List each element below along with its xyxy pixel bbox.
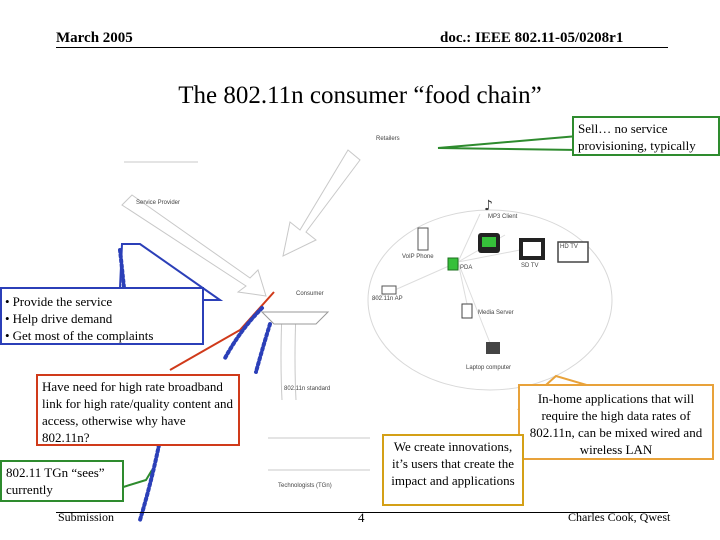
provide-item: Help drive demand	[5, 310, 199, 327]
media-server-label: Media Server	[478, 310, 514, 316]
footer-rule	[56, 512, 668, 513]
tgn-pointer	[119, 469, 153, 489]
consumer-icon	[260, 311, 330, 325]
tech-lines	[268, 437, 370, 471]
slide-title: The 802.11n consumer “food chain”	[178, 82, 542, 109]
laptop-icon	[486, 342, 500, 354]
chain-consumer-2	[254, 322, 272, 374]
provide-list: Provide the service Help drive demand Ge…	[5, 293, 199, 344]
footer-page-number: 4	[358, 510, 365, 525]
service-provider-label: Service Provider	[136, 200, 181, 206]
voip-phone-label: VoIP Phone	[402, 254, 434, 260]
sd-tv-label: SD TV	[521, 263, 539, 269]
need-callout: Have need for high rate broadband link f…	[36, 374, 240, 446]
laptop-label: Laptop computer	[466, 365, 512, 371]
mp3-client-label: MP3 Client	[488, 214, 518, 220]
innovation-callout: We create innovations, it’s users that c…	[382, 434, 524, 506]
provide-item: Provide the service	[5, 293, 199, 310]
voip-phone-icon	[417, 227, 429, 251]
footer-submission: Submission	[58, 510, 115, 524]
hd-tv-icon	[557, 241, 589, 263]
svg-text:♪: ♪	[484, 198, 493, 214]
header-rule	[56, 47, 668, 48]
consumer-label: Consumer	[296, 291, 324, 297]
pda-icon	[447, 257, 459, 271]
inhome-callout: In-home applications that will require t…	[518, 384, 714, 460]
retailers-label: Retailers	[376, 136, 400, 142]
tgn-callout: 802.11 TGn “sees” currently	[0, 460, 124, 502]
footer-author: Charles Cook, Qwest	[568, 510, 671, 524]
sell-callout: Sell… no service provisioning, typically	[572, 116, 720, 156]
ieee-label: 802.11n standard	[284, 386, 331, 392]
retailer-arrow	[282, 149, 361, 257]
header-doc-id: doc.: IEEE 802.11-05/0208r1	[440, 30, 624, 46]
hd-tv-label: HD TV	[560, 244, 578, 250]
header-date: March 2005	[56, 30, 133, 46]
chain-provider	[118, 248, 126, 290]
need-pointer	[169, 291, 275, 371]
media-server-icon	[461, 303, 473, 319]
chain-consumer	[222, 306, 264, 362]
technologists-label: Technologists (TGn)	[278, 483, 332, 489]
home-network-oval	[367, 209, 613, 391]
sell-pointer	[437, 134, 579, 152]
ap-icon	[381, 285, 397, 295]
provide-item: Get most of the complaints	[5, 327, 199, 344]
provide-callout: Provide the service Help drive demand Ge…	[0, 287, 204, 345]
provider-arrow	[121, 194, 267, 297]
ap-label: 802.11n AP	[372, 296, 403, 302]
pda-label: PDA	[460, 265, 473, 271]
